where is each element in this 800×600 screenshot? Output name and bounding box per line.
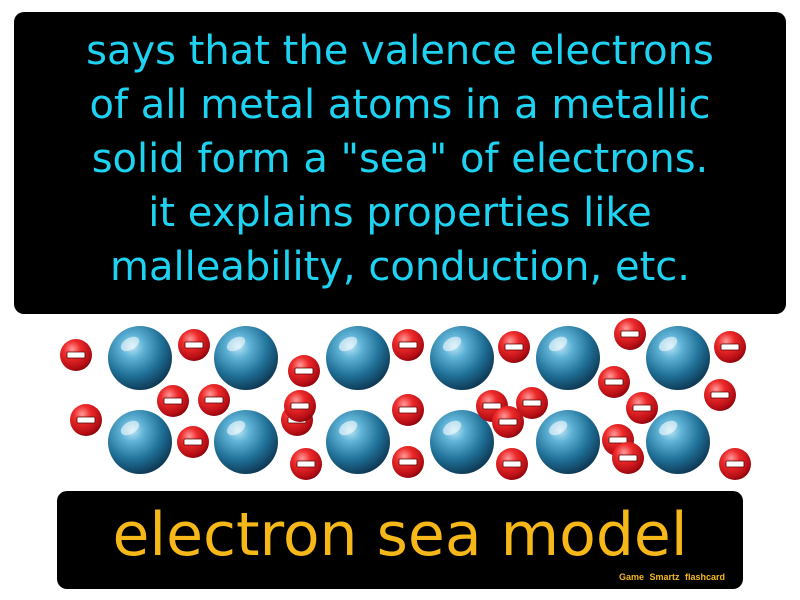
metal-atom-icon [646,326,710,390]
metal-atom-icon [326,410,390,474]
definition-panel: says that the valence electrons of all m… [14,12,786,314]
term-panel: electron sea model Game Smartz flashcard [57,491,743,589]
metal-atom-icon [646,410,710,474]
electron-icon [60,339,92,371]
electron-icon [492,406,524,438]
metal-atom-icon [536,410,600,474]
electron-icon [392,446,424,478]
definition-line-1: says that the valence electrons [86,28,714,74]
metal-atom-icon [108,410,172,474]
metal-atom-icon [430,326,494,390]
electron-icon [719,448,751,480]
definition-line-3: solid form a "sea" of electrons. [91,136,709,182]
electron-icon [626,392,658,424]
electron-icon [496,448,528,480]
electron-icon [198,384,230,416]
metal-atom-icon [430,410,494,474]
electron-icon [612,442,644,474]
metal-atom-icon [214,410,278,474]
electron-icon [516,387,548,419]
definition-line-5: malleability, conduction, etc. [110,244,690,290]
electron-icon [704,379,736,411]
electron-icon [70,404,102,436]
definition-line-4: it explains properties like [148,190,652,236]
metal-atom-icon [108,326,172,390]
definition-line-2: of all metal atoms in a metallic [89,82,711,128]
electron-icon [714,331,746,363]
electron-icon [392,394,424,426]
brand-label: Game Smartz flashcard [618,572,725,582]
metal-atom-icon [536,326,600,390]
electron-icon [614,318,646,350]
metal-atom-icon [326,326,390,390]
electron-icon [157,385,189,417]
electron-icon [288,355,320,387]
electron-icon [498,331,530,363]
electron-icon [290,448,322,480]
metal-atom-icon [214,326,278,390]
electron-icon [177,426,209,458]
electron-icon [284,390,316,422]
term-title: electron sea model [112,500,688,570]
electron-sea-illustration [60,318,751,480]
electron-icon [178,329,210,361]
electron-icon [392,329,424,361]
electron-icon [598,366,630,398]
